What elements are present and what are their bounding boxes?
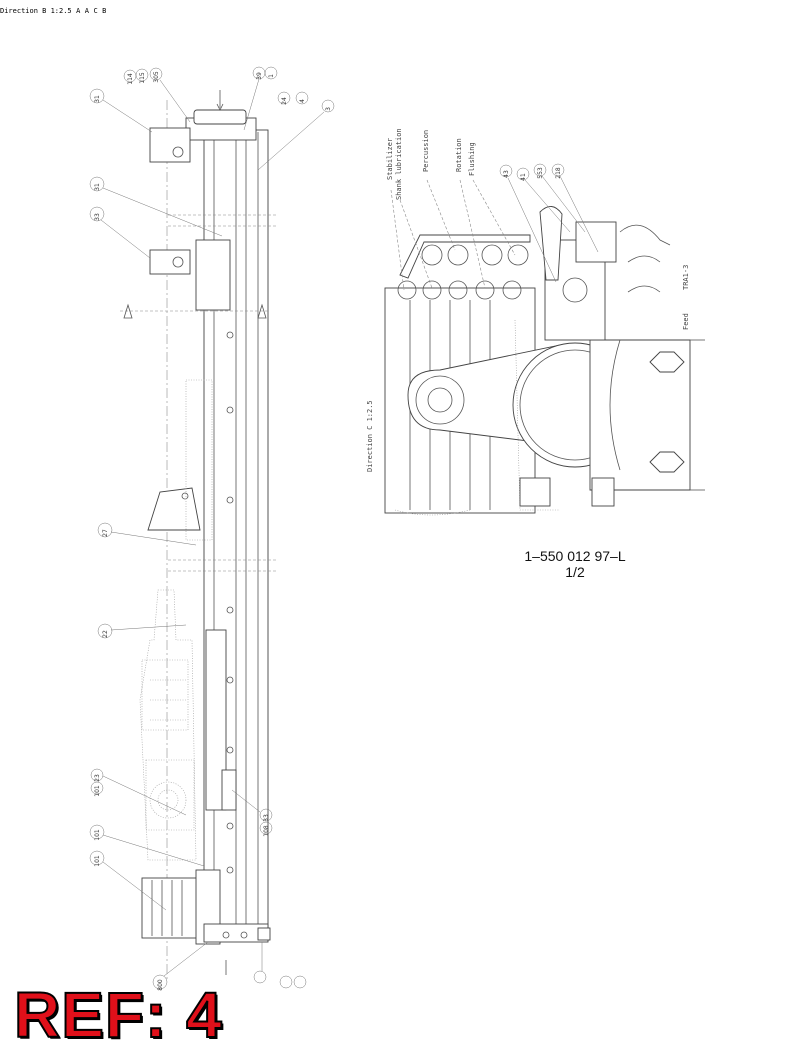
callout-number: 218 [555, 167, 562, 179]
callout-number: 31 [94, 95, 101, 103]
section-a-left: A [76, 7, 81, 15]
sheet-number: 1/2 [565, 564, 585, 580]
view-b-title: Direction B 1:2.5 [0, 7, 72, 15]
callout-number: 1 [268, 74, 275, 78]
callout-number: 43 [503, 170, 510, 178]
callout-number: 800 [157, 979, 164, 991]
ref-stamp: REF: 4 [13, 978, 223, 1052]
callout-number: 22 [102, 630, 109, 638]
callout-number: 41 [520, 173, 527, 181]
callout-114: 114 115 305 [123, 67, 191, 123]
callout-24: 33 [89, 206, 151, 259]
label-stabilizer: Stabilizer [386, 138, 394, 180]
callout-31: 31 [89, 88, 153, 133]
callout-4: 27 [97, 522, 197, 546]
callout-number: 27 [102, 529, 109, 537]
callout-number: 33 [94, 213, 101, 221]
callout-number: 114 [127, 73, 134, 85]
rail-bolts [226, 331, 234, 874]
label-flushing: Flushing [468, 142, 476, 176]
document-number: 1–550 012 97–L [524, 548, 626, 564]
callout-number: 4 [299, 99, 306, 103]
callout-number: 101 [94, 829, 101, 841]
view-c-title: Direction C 1:2.5 [366, 400, 374, 472]
callout-number: 39 [256, 72, 263, 80]
callout-23: 800 [152, 941, 209, 991]
label-tra: TRA1-3 [682, 265, 690, 290]
section-a-right: A [84, 7, 89, 15]
label-feed: Feed [682, 313, 690, 330]
callout-number: 553 [537, 167, 544, 179]
callout-number: 115 [139, 72, 146, 84]
arrow-c-label: C [93, 7, 98, 15]
callout-number: 24 [281, 97, 288, 105]
rock-drill [139, 589, 197, 861]
document-number-block: 1–550 012 97–L 1/2 [510, 548, 640, 580]
callout-number: 101 [94, 785, 101, 797]
callout-101 [253, 942, 307, 989]
callout-3: 22 [97, 623, 187, 639]
label-rotation: Rotation [455, 138, 463, 172]
label-percussion: Percussion [422, 130, 430, 172]
callout-number: 108 [263, 825, 270, 837]
callout-305: 39 1 [243, 66, 278, 131]
arrow-b-label: B [102, 7, 107, 15]
callout-27: 101 [89, 824, 205, 867]
callout-1: 31 [89, 176, 223, 237]
callout-number: 23 [94, 774, 101, 782]
label-shank-lubrication: Shank lubrication [395, 128, 403, 200]
callout-number: 305 [153, 71, 160, 83]
callout-number: 31 [94, 183, 101, 191]
hose-tubes-top [397, 234, 531, 300]
hose-reel [141, 869, 221, 945]
callout-number: 33 [263, 814, 270, 822]
callout-39: 24 4 3 [257, 91, 335, 171]
view-direction-c [384, 206, 705, 516]
callout-22: 101 [89, 850, 167, 911]
callout-number: 101 [94, 855, 101, 867]
feed-beam-assembly [120, 90, 278, 980]
callouts-top-right: 43 41 553 218 [499, 163, 599, 283]
callout-number: 3 [325, 107, 332, 111]
hose-labels: Stabilizer Shank lubrication Percussion … [386, 128, 690, 330]
